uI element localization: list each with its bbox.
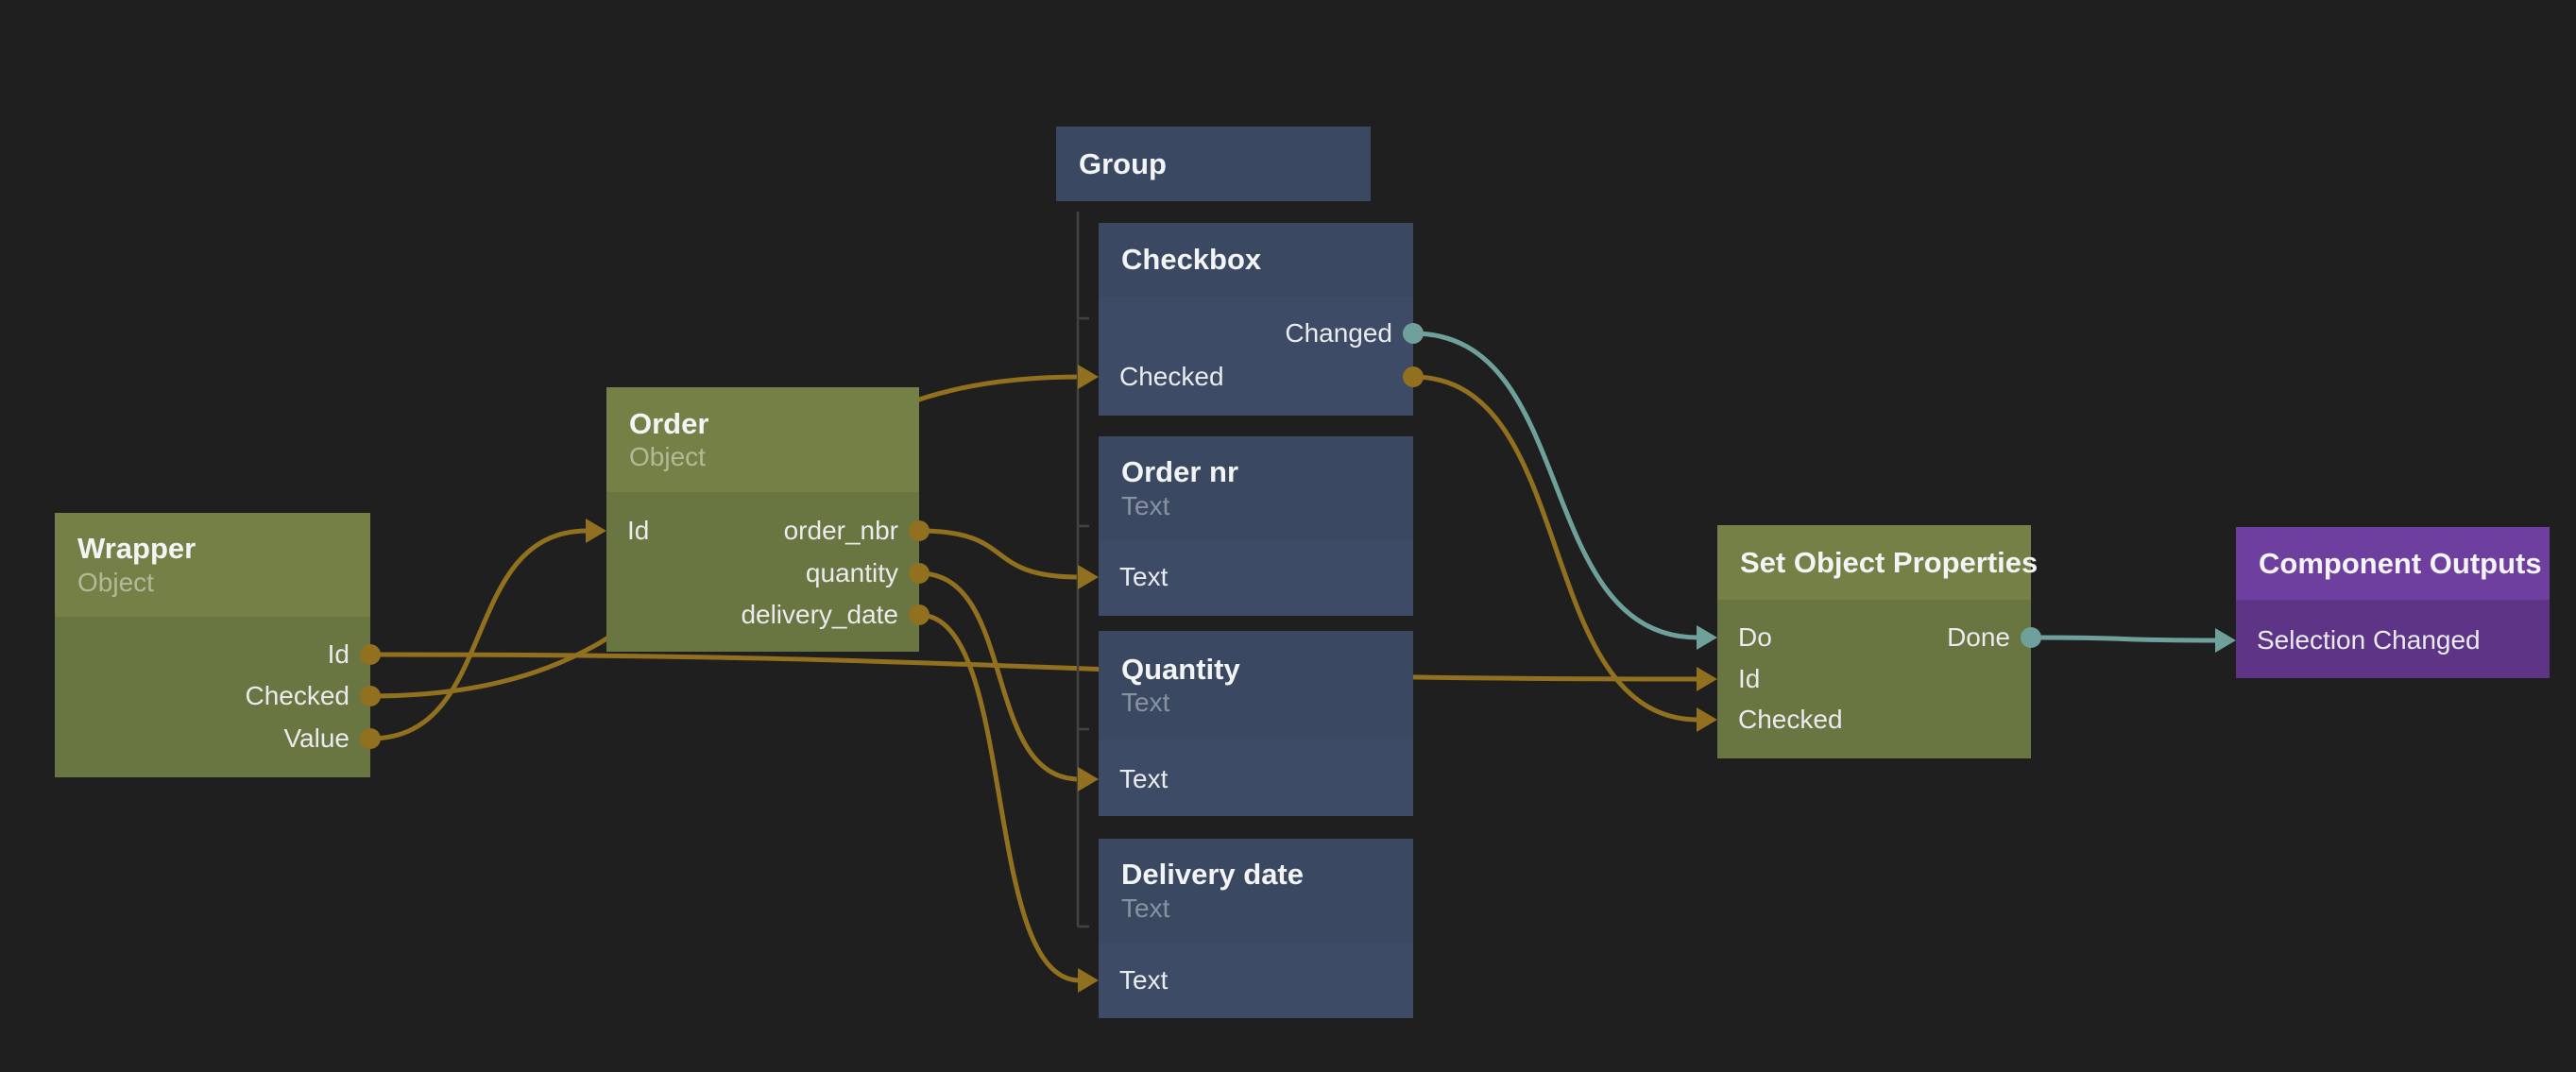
wire-set_object_properties-Done-to-component_outputs-Selection-Changed[interactable] <box>2030 635 2218 643</box>
output-port-id[interactable]: Id <box>327 639 350 669</box>
node-title: Wrapper <box>77 532 196 566</box>
wire-arrowhead <box>1078 565 1099 589</box>
node-group[interactable]: Group <box>1056 127 1371 201</box>
output-port-delivery_date[interactable]: delivery_date <box>741 600 898 629</box>
node-subtitle: Text <box>1121 688 1170 718</box>
group-children-tree-line <box>1076 212 1089 928</box>
node-title: Component Outputs <box>2259 546 2542 580</box>
input-port-selection-changed[interactable]: Selection Changed <box>2257 625 2481 655</box>
wire-arrowhead <box>1697 667 1717 691</box>
input-port-id[interactable]: Id <box>1738 664 1761 693</box>
input-port-text[interactable]: Text <box>1119 562 1169 591</box>
node-title: Quantity <box>1121 652 1240 686</box>
node-header[interactable]: Checkbox <box>1099 223 1413 297</box>
output-port-done[interactable]: Done <box>1947 622 2010 652</box>
node-title: Checkbox <box>1121 243 1262 277</box>
wire-arrowhead <box>1078 767 1099 791</box>
wire-wrapper-Id-to-set_object_properties-Id[interactable] <box>369 652 1699 682</box>
node-subtitle: Text <box>1121 490 1170 520</box>
wire-checkbox-Changed-to-set_object_properties-Do[interactable] <box>1412 331 1699 640</box>
input-port-do[interactable]: Do <box>1738 622 1772 652</box>
input-port-text[interactable]: Text <box>1119 764 1169 793</box>
output-port-changed[interactable]: Changed <box>1285 318 1392 348</box>
wire-arrowhead <box>1078 365 1099 389</box>
wire-arrowhead <box>2215 628 2236 653</box>
output-port-value[interactable]: Value <box>283 723 350 753</box>
wire-arrowhead <box>586 519 606 543</box>
node-header[interactable]: Group <box>1056 127 1371 201</box>
wire-wrapper-Value-to-order-Id[interactable] <box>369 528 589 741</box>
node-title: Set Object Properties <box>1740 545 2039 579</box>
input-port-checked[interactable]: Checked <box>1119 362 1224 391</box>
output-port-checked[interactable]: Checked <box>245 681 350 710</box>
wire-checkbox-Checked-to-set_object_properties-Checked[interactable] <box>1412 374 1699 723</box>
input-port-checked[interactable]: Checked <box>1738 705 1843 734</box>
node-title: Order nr <box>1121 455 1239 489</box>
node-subtitle: Text <box>1121 893 1170 923</box>
node-header[interactable]: Component Outputs <box>2236 527 2550 600</box>
wire-order-delivery_date-to-delivery_date-Text[interactable] <box>918 612 1081 983</box>
wire-order-order_nbr-to-order_nr-Text[interactable] <box>918 528 1081 580</box>
output-port-quantity[interactable]: quantity <box>805 558 898 587</box>
node-title: Order <box>629 406 709 440</box>
wire-arrowhead <box>1697 625 1717 650</box>
input-port-text[interactable]: Text <box>1119 965 1169 995</box>
node-title: Group <box>1079 146 1167 180</box>
node-subtitle: Object <box>629 442 706 472</box>
node-header[interactable]: Set Object Properties <box>1717 525 2039 600</box>
output-port-order_nbr[interactable]: order_nbr <box>783 516 898 545</box>
wire-order-quantity-to-quantity-Text[interactable] <box>918 570 1081 782</box>
node-subtitle: Object <box>77 567 154 597</box>
node-title: Delivery date <box>1121 858 1304 892</box>
wire-arrowhead <box>1078 968 1099 993</box>
wire-arrowhead <box>1697 707 1717 732</box>
